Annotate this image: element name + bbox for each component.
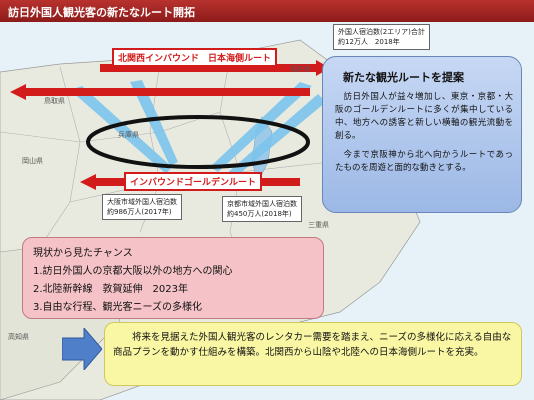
conclusion-text: 将来を見据えた外国人観光客のレンタカー需要を踏まえ、ニーズの多様化に応える自由な… xyxy=(113,332,512,358)
proposal-body: 訪日外国人が益々増加し、東京・京都・大阪のゴールデンルートに多くが集中している中… xyxy=(335,92,513,173)
osaka-stay-callout: 大阪市域外国人宿泊数 約986万人(2017年) xyxy=(102,194,182,220)
proposal-box: 新たな観光ルートを提案 訪日外国人が益々増加し、東京・京都・大阪のゴールデンルー… xyxy=(322,56,522,213)
hokuriku-stay-callout: 外国人宿泊数(2エリア)合計 約12万人 2018年 xyxy=(333,24,430,50)
proposal-title: 新たな観光ルートを提案 xyxy=(343,71,464,84)
chance-box: 現状から見たチャンス 1.訪日外国人の京都大阪以外の地方への関心 2.北陸新幹線… xyxy=(22,237,324,319)
place-label: 兵庫県 xyxy=(118,131,139,139)
chance-item: 1.訪日外国人の京都大阪以外の地方への関心 xyxy=(33,266,233,277)
chance-item: 2.北陸新幹線 敦賀延伸 2023年 xyxy=(33,284,188,295)
golden-route-label: インバウンドゴールデンルート xyxy=(124,172,263,191)
page-title: 訪日外国人観光客の新たなルート開拓 xyxy=(8,6,195,19)
place-label: 高知県 xyxy=(8,333,29,341)
place-label: 鳥取県 xyxy=(44,97,65,105)
kyoto-stay-callout: 京都市域外国人宿泊数 約450万人(2018年) xyxy=(222,196,302,222)
title-bar: 訪日外国人観光客の新たなルート開拓 xyxy=(0,0,534,22)
golden-route-oval xyxy=(86,115,310,169)
conclusion-box: 将来を見据えた外国人観光客のレンタカー需要を踏まえ、ニーズの多様化に応える自由な… xyxy=(104,322,522,386)
place-label: 福井県 xyxy=(290,65,311,73)
chance-item: 3.自由な行程、観光客ニーズの多様化 xyxy=(33,302,203,313)
blue-arrows xyxy=(70,80,326,180)
place-label: 三重県 xyxy=(308,221,329,229)
chance-heading: 現状から見たチャンス xyxy=(33,248,133,259)
right-arrow-icon xyxy=(62,328,102,370)
north-route-label: 北関西インバウンド 日本海側ルート xyxy=(112,48,278,67)
place-label: 岡山県 xyxy=(22,157,43,165)
